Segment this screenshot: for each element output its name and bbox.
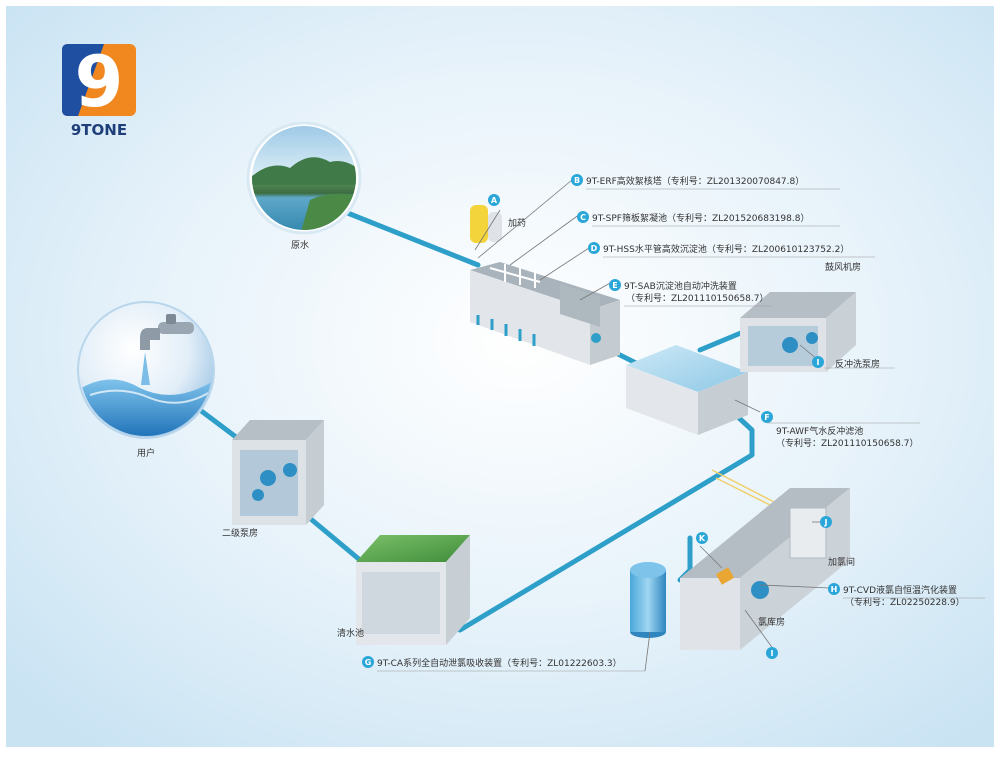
badge-j-letter: J bbox=[824, 518, 828, 527]
pipe-raw-to-dosing bbox=[337, 207, 481, 268]
faucet-icon bbox=[140, 314, 194, 385]
badge-k-letter: K bbox=[699, 534, 706, 543]
callout-f-patent: （专利号：ZL201110150658.7） bbox=[776, 437, 918, 449]
callout-j: J bbox=[820, 516, 832, 528]
raw-water-node: 原水 bbox=[246, 121, 362, 251]
callout-h-text: 9T-CVD液氯自恒温汽化装置 bbox=[843, 584, 957, 596]
callout-i-backwash: I bbox=[812, 356, 895, 369]
callout-e-patent: （专利号：ZL201110150658.7） bbox=[626, 292, 768, 304]
badge-h-letter: H bbox=[831, 585, 838, 594]
callout-d: D 9T-HSS水平管高效沉淀池（专利号：ZL200610123752.2） bbox=[588, 242, 875, 258]
secondary-pump-house: 二级泵房 bbox=[222, 420, 324, 539]
chlorine-store-label: 氯库房 bbox=[758, 616, 785, 628]
clear-pool-label: 清水池 bbox=[337, 627, 364, 639]
blower-room-label: 鼓风机房 bbox=[825, 261, 861, 273]
badge-f-letter: F bbox=[764, 413, 769, 422]
badge-e-letter: E bbox=[612, 281, 617, 290]
chlorine-room-label: 加氯间 bbox=[828, 556, 855, 568]
badge-a bbox=[488, 194, 500, 206]
badge-g-letter: G bbox=[365, 658, 372, 667]
blower-room: 鼓风机房 bbox=[740, 261, 861, 372]
callout-f: F 9T-AWF气水反冲滤池 （专利号：ZL201110150658.7） bbox=[761, 411, 920, 449]
chlorine-tower-icon bbox=[630, 562, 666, 638]
callout-f-text: 9T-AWF气水反冲滤池 bbox=[776, 425, 863, 437]
callout-a: A bbox=[488, 194, 500, 206]
raw-water-label: 原水 bbox=[291, 239, 309, 251]
user-node: 用户 bbox=[77, 301, 215, 459]
callout-g: G 9T-CA系列全自动泄氯吸收装置（专利号：ZL01222603.3） bbox=[362, 631, 651, 672]
badge-c-letter: C bbox=[580, 213, 586, 222]
callout-h: H 9T-CVD液氯自恒温汽化装置 （专利号：ZL02250228.9） bbox=[828, 583, 985, 608]
clear-water-pool: 清水池 bbox=[337, 535, 470, 645]
logo-glyph: 9 bbox=[75, 41, 124, 123]
badge-a-letter: A bbox=[491, 196, 498, 205]
sedimentation-tank bbox=[470, 262, 620, 365]
brand-logo: 9 9TONE bbox=[62, 41, 136, 139]
chlorination-building: 加氯间 氯库房 bbox=[630, 488, 855, 650]
user-label: 用户 bbox=[137, 447, 155, 459]
dosing-tanks: 加药 bbox=[470, 205, 526, 243]
callout-b-text: 9T-ERF高效絮核塔（专利号：ZL201320070847.8） bbox=[586, 175, 804, 187]
callout-i-store: I bbox=[766, 647, 778, 659]
badge-i-backwash-letter: I bbox=[817, 358, 820, 367]
callout-c: C 9T-SPF筛板絮凝池（专利号：ZL201520683198.8） bbox=[577, 211, 840, 227]
callout-h-patent: （专利号：ZL02250228.9） bbox=[845, 596, 965, 608]
badge-d-letter: D bbox=[591, 244, 598, 253]
callout-c-text: 9T-SPF筛板絮凝池（专利号：ZL201520683198.8） bbox=[592, 212, 809, 224]
filter-basin bbox=[626, 345, 748, 435]
badge-b-letter: B bbox=[574, 176, 580, 185]
backwash-pump-label: 反冲洗泵房 bbox=[835, 358, 880, 370]
callout-e: E 9T-SAB沉淀池自动冲洗装置 （专利号：ZL201110150658.7） bbox=[609, 279, 772, 307]
callout-d-text: 9T-HSS水平管高效沉淀池（专利号：ZL200610123752.2） bbox=[603, 243, 849, 255]
callout-b: B 9T-ERF高效絮核塔（专利号：ZL201320070847.8） bbox=[571, 174, 840, 190]
badge-i-store-letter: I bbox=[771, 649, 774, 658]
dosing-label: 加药 bbox=[508, 218, 526, 229]
secondary-pump-label: 二级泵房 bbox=[222, 527, 258, 539]
callout-g-text: 9T-CA系列全自动泄氯吸收装置（专利号：ZL01222603.3） bbox=[377, 657, 622, 669]
callout-e-text: 9T-SAB沉淀池自动冲洗装置 bbox=[624, 280, 737, 292]
logo-text: 9TONE bbox=[71, 121, 127, 139]
callout-k: K bbox=[696, 532, 708, 544]
